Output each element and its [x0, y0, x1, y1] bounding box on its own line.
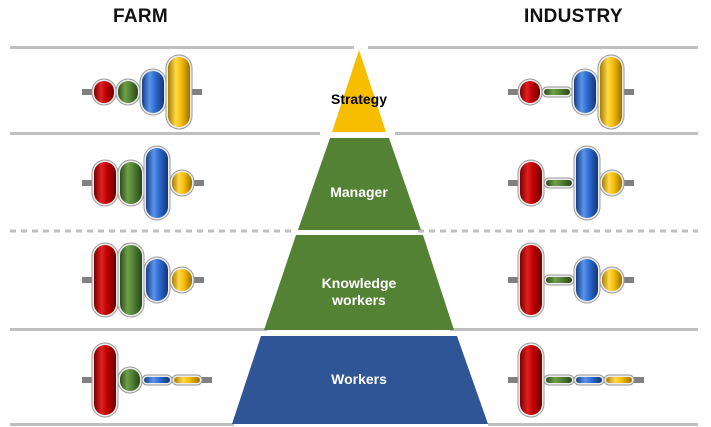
- industry-row-2-bead-yellow: [602, 172, 622, 194]
- industry-row-4-bead-blue: [576, 377, 602, 383]
- farm-row-1-bead-green: [118, 81, 138, 103]
- industry-bead-rows: [508, 54, 644, 418]
- separator-line-3-left: [10, 328, 268, 331]
- farm-row-3-bead-blue: [146, 259, 168, 301]
- farm-row-1-bead-yellow: [168, 57, 190, 127]
- industry-row-1-bead-blue: [574, 71, 596, 113]
- level-label-workers: Workers: [331, 371, 387, 387]
- industry-row-4-bead-green: [546, 377, 572, 383]
- farm-row-3-bead-yellow: [172, 269, 192, 291]
- farm-bead-rows: [82, 54, 212, 418]
- industry-row-1-bead-red: [520, 81, 540, 103]
- industry-row-3-bead-yellow: [602, 269, 622, 291]
- industry-row-3-bead-blue: [576, 259, 598, 301]
- separator-line-top-left: [10, 46, 354, 49]
- industry-row-3-bead-red: [520, 245, 542, 315]
- farm-row-3-bead-green: [120, 245, 142, 315]
- pyramid-level-workers: [232, 336, 488, 424]
- level-label-strategy: Strategy: [331, 91, 387, 107]
- industry-row-4-bead-red: [520, 345, 542, 415]
- level-label-manager: Manager: [330, 184, 388, 200]
- farm-row-4-bead-yellow: [174, 377, 200, 383]
- farm-row-2-bead-red: [94, 162, 116, 204]
- industry-row-1-bead-green: [544, 89, 570, 95]
- industry-row-4-bead-yellow: [606, 377, 632, 383]
- industry-row-2-bead-blue: [576, 148, 598, 218]
- farm-row-4-bead-red: [94, 345, 116, 415]
- pyramid-level-strategy: [332, 50, 386, 132]
- separator-lines: [10, 46, 698, 426]
- pyramid-level-manager: [298, 138, 421, 230]
- separator-line-top-right: [368, 46, 698, 49]
- separator-line-bottom-left: [10, 423, 234, 426]
- industry-row-1-bead-yellow: [600, 57, 622, 127]
- farm-row-1-bead-red: [94, 81, 114, 103]
- separator-line-3-right: [450, 328, 698, 331]
- farm-row-4-bead-blue: [144, 377, 170, 383]
- pyramid: [232, 50, 488, 424]
- farm-row-3-bead-red: [94, 245, 116, 315]
- farm-row-2-bead-blue: [146, 148, 168, 218]
- industry-column-title: INDUSTRY: [524, 6, 623, 27]
- separator-line-1-right: [395, 132, 698, 135]
- farm-row-1-bead-blue: [142, 71, 164, 113]
- separator-line-1-left: [10, 132, 320, 135]
- separator-line-bottom-right: [488, 423, 698, 426]
- farm-row-2-bead-green: [120, 162, 142, 204]
- farm-row-2-bead-yellow: [172, 172, 192, 194]
- industry-row-2-bead-green: [546, 180, 572, 186]
- industry-row-2-bead-red: [520, 162, 542, 204]
- farm-column-title: FARM: [113, 6, 169, 27]
- pyramid-level-knowledge-workers: [264, 235, 454, 330]
- farm-row-4-bead-green: [120, 369, 140, 391]
- industry-row-3-bead-green: [546, 277, 572, 283]
